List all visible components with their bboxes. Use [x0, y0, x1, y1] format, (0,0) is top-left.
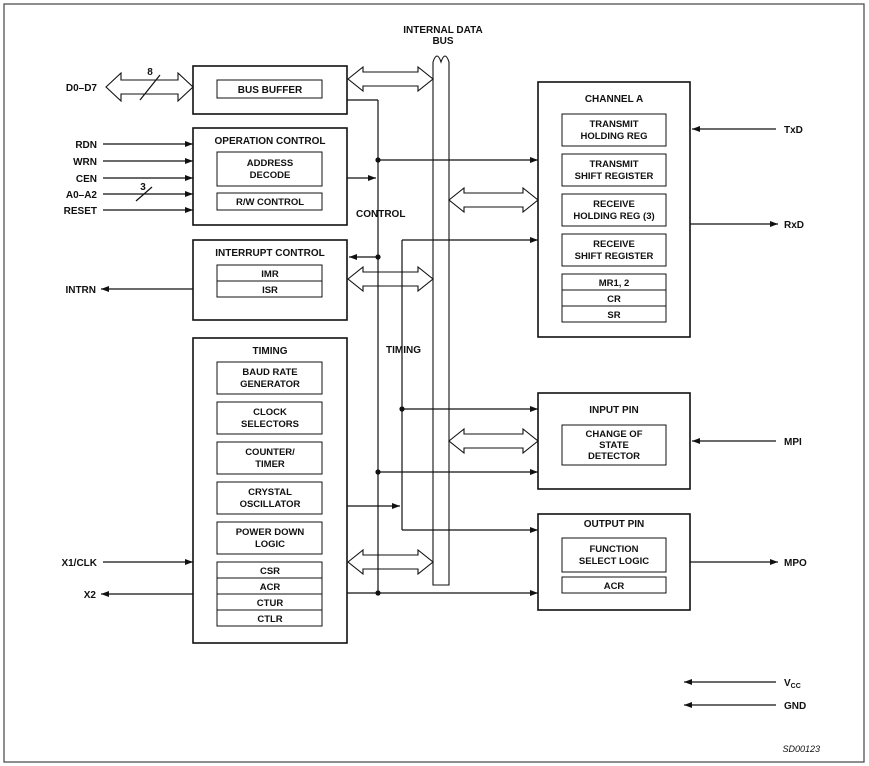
rxd-label: RxD: [784, 220, 804, 231]
csr-label: CSR: [260, 566, 280, 577]
channel-a-title: CHANNEL A: [585, 94, 643, 105]
tsr-line2: SHIFT REGISTER: [575, 171, 654, 182]
channel-a-block: CHANNEL A TRANSMIT HOLDING REG TRANSMIT …: [537, 81, 691, 338]
output-pin-title: OUTPUT PIN: [584, 519, 645, 530]
gnd-label: GND: [784, 701, 806, 712]
cos-line2: STATE: [599, 440, 629, 451]
figure-frame: [3, 3, 865, 763]
clock-selectors-line1: CLOCK: [253, 407, 287, 418]
control-label: CONTROL: [356, 209, 405, 220]
bus-double-arrows: [347, 65, 539, 576]
cos-line3: DETECTOR: [588, 451, 640, 462]
ctur-label: CTUR: [257, 598, 284, 609]
address-decode-line1: ADDRESS: [247, 158, 293, 169]
rsr-line2: SHIFT REGISTER: [575, 251, 654, 262]
internal-data-bus: INTERNAL DATA BUS: [403, 25, 483, 586]
input-pin-block: INPUT PIN CHANGE OF STATE DETECTOR: [537, 392, 691, 490]
bus-buffer-block: BUS BUFFER: [192, 65, 348, 115]
operation-control-block: OPERATION CONTROL ADDRESS DECODE R/W CON…: [192, 127, 348, 226]
x1-clk-label: X1/CLK: [61, 558, 97, 569]
operation-control-title: OPERATION CONTROL: [215, 136, 326, 147]
timing-label: TIMING: [386, 345, 421, 356]
intrn-label: INTRN: [65, 285, 96, 296]
interrupt-control-title: INTERRUPT CONTROL: [215, 248, 324, 259]
rhr-line1: RECEIVE: [593, 199, 635, 210]
wrn-label: WRN: [73, 157, 97, 168]
thr-line1: TRANSMIT: [589, 119, 638, 130]
rw-control-label: R/W CONTROL: [236, 197, 304, 208]
isr-label: ISR: [262, 285, 278, 296]
crystal-osc-line1: CRYSTAL: [248, 487, 292, 498]
counter-timer-line2: TIMER: [255, 459, 285, 470]
ctlr-label: CTLR: [257, 614, 282, 625]
a0-a2-label: A0–A2: [66, 190, 98, 201]
interrupt-control-block: INTERRUPT CONTROL IMR ISR: [192, 239, 348, 321]
reset-label: RESET: [64, 206, 97, 217]
d0-d7-label: D0–D7: [66, 83, 98, 94]
cr-label: CR: [607, 294, 621, 305]
cos-line1: CHANGE OF: [586, 429, 643, 440]
mpo-label: MPO: [784, 558, 807, 569]
cen-label: CEN: [76, 174, 97, 185]
power-down-line2: LOGIC: [255, 539, 285, 550]
timing-title: TIMING: [253, 346, 288, 357]
bus-buffer-label: BUS BUFFER: [238, 85, 303, 96]
tsr-line1: TRANSMIT: [589, 159, 638, 170]
rdn-label: RDN: [75, 140, 97, 151]
figure-code: SD00123: [782, 744, 820, 754]
txd-label: TxD: [784, 125, 803, 136]
output-pin-block: OUTPUT PIN FUNCTION SELECT LOGIC ACR: [537, 513, 691, 611]
sr-label: SR: [607, 310, 620, 321]
vcc-label: VCC: [784, 678, 801, 690]
x2-label: X2: [84, 590, 97, 601]
fsl-line1: FUNCTION: [589, 544, 638, 555]
operation-control-inputs: 3 RDN WRN CEN A0–A2 RESET: [64, 140, 193, 217]
rsr-line1: RECEIVE: [593, 239, 635, 250]
rhr-line2: HOLDING REG (3): [573, 211, 654, 222]
input-pin-title: INPUT PIN: [589, 405, 638, 416]
fsl-line2: SELECT LOGIC: [579, 556, 649, 567]
bus-label-line2: BUS: [432, 36, 453, 47]
mpi-label: MPI: [784, 437, 802, 448]
counter-timer-line1: COUNTER/: [245, 447, 295, 458]
timing-block: TIMING BAUD RATE GENERATOR CLOCK SELECTO…: [192, 337, 348, 644]
address-decode-line2: DECODE: [250, 170, 291, 181]
timing-acr-label: ACR: [260, 582, 281, 593]
output-acr-label: ACR: [604, 581, 625, 592]
bus-width-label: 8: [147, 67, 153, 78]
mr-label: MR1, 2: [599, 278, 630, 289]
d0-d7-port: 8 D0–D7: [66, 67, 194, 103]
addr-width-label: 3: [140, 182, 146, 193]
bus-label-line1: INTERNAL DATA: [403, 25, 482, 36]
control-wiring: [347, 99, 538, 596]
power-down-line1: POWER DOWN: [236, 527, 305, 538]
clock-selectors-line2: SELECTORS: [241, 419, 299, 430]
baud-rate-line1: BAUD RATE: [242, 367, 297, 378]
thr-line2: HOLDING REG: [580, 131, 647, 142]
imr-label: IMR: [261, 269, 279, 280]
baud-rate-line2: GENERATOR: [240, 379, 300, 390]
crystal-osc-line2: OSCILLATOR: [240, 499, 301, 510]
